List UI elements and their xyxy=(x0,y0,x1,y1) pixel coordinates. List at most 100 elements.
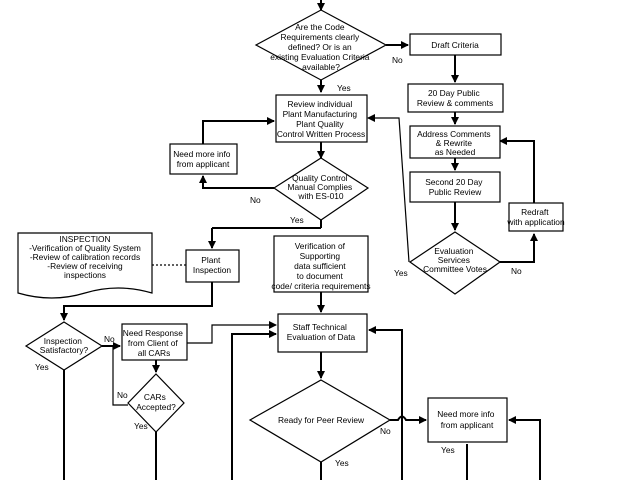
need-response-line-2: from Client of xyxy=(128,338,178,348)
label-qc-no: No xyxy=(250,195,261,205)
label-code-yes: Yes xyxy=(337,83,351,93)
svg-text:Verification of Supporti: Verification of Supporting data sufficie… xyxy=(271,241,370,291)
need-response-line-3: all CARs xyxy=(138,348,171,358)
staff-line-1: Staff Technical xyxy=(293,322,347,332)
address-line-1: Address Comments xyxy=(417,129,491,139)
decision-qc-manual: Quality Control Manual Complies with ES-… xyxy=(272,157,370,221)
inspection-note-line-4: inspections xyxy=(64,270,106,280)
votes-line-2: Services xyxy=(438,255,470,265)
verify-line-1: Verification of xyxy=(295,241,346,251)
verify-line-4: to document xyxy=(297,271,344,281)
votes-line-1: Evaluation xyxy=(434,246,473,256)
review-process-line-2: Plant Manufacturing xyxy=(283,109,358,119)
second-review-line-1: Second 20 Day xyxy=(425,177,483,187)
label-qc-yes: Yes xyxy=(290,215,304,225)
review-process-line-4: Control Written Process xyxy=(277,129,365,139)
redraft-line-2: with application xyxy=(506,217,565,227)
insp-sat-line-2: Satisfactory? xyxy=(40,345,89,355)
box-need-more-info-1: Need more info from applicant xyxy=(169,143,238,175)
code-req-line-4: existing Evaluation Criteria xyxy=(270,52,369,62)
edge-redraft-to-address xyxy=(499,137,535,203)
box-review-plant-process: Review individual Plant Manufacturing Pl… xyxy=(275,94,368,143)
svg-text:Redraft with application: Redraft with application xyxy=(506,207,565,227)
svg-text:20 Day Public Review & c: 20 Day Public Review & comments xyxy=(417,88,493,108)
info1-line-2: from applicant xyxy=(177,159,230,169)
second-review-line-2: Public Review xyxy=(429,187,483,197)
label-insp-no: No xyxy=(104,334,115,344)
decision-code-requirements-text: Are the Code Requirements clearly define… xyxy=(270,22,371,72)
label-votes-yes: Yes xyxy=(394,268,408,278)
info2-line-1: Need more info xyxy=(437,409,495,419)
cars-line-1: CARs xyxy=(144,392,166,402)
box-need-response-cars: Need Response from Client of all CARs xyxy=(121,323,188,361)
label-peer-yes: Yes xyxy=(335,458,349,468)
svg-text:Address Comments & Rewri: Address Comments & Rewrite as Needed xyxy=(417,129,493,157)
box-verification-support: Verification of Supporting data sufficie… xyxy=(271,235,371,293)
inspection-note-line-1: -Verification of Quality System xyxy=(29,243,141,253)
label-cars-no: No xyxy=(117,390,128,400)
svg-text:Need more info from appl: Need more info from applicant xyxy=(173,149,233,169)
verify-line-2: Supporting xyxy=(300,251,341,261)
decision-ready-peer-review: Ready for Peer Review xyxy=(248,379,392,463)
plant-inspection-line-1: Plant xyxy=(201,255,221,265)
label-insp-yes: Yes xyxy=(35,362,49,372)
edge-votes-no xyxy=(500,233,538,263)
box-plant-inspection: Plant Inspection xyxy=(185,249,240,283)
review-process-line-1: Review individual xyxy=(287,99,352,109)
info1-line-1: Need more info xyxy=(173,149,231,159)
svg-text:Staff Technical Evaluati: Staff Technical Evaluation of Data xyxy=(287,322,356,342)
code-req-line-5: available? xyxy=(302,62,340,72)
svg-text:Second 20 Day Public Rev: Second 20 Day Public Review xyxy=(425,177,485,197)
votes-line-3: Committee Votes xyxy=(423,264,487,274)
svg-text:Plant Inspection: Plant Inspection xyxy=(193,255,232,275)
edge-right-loop-to-info2 xyxy=(508,416,541,480)
code-req-line-1: Are the Code xyxy=(295,22,345,32)
draft-criteria-text: Draft Criteria xyxy=(431,40,479,50)
verify-line-5: code/ criteria requirements xyxy=(271,281,370,291)
verify-line-3: data sufficient xyxy=(294,261,346,271)
staff-line-2: Evaluation of Data xyxy=(287,332,356,342)
peer-review-text: Ready for Peer Review xyxy=(278,415,365,425)
edges xyxy=(60,0,541,480)
inspection-note-line-3: -Review of receiving xyxy=(47,261,123,271)
svg-text:CARs Accepted?: CARs Accepted? xyxy=(136,392,176,412)
label-peer-no: No xyxy=(380,426,391,436)
inspection-note-title: INSPECTION xyxy=(59,234,110,244)
public-review-line-1: 20 Day Public xyxy=(428,88,480,98)
edge-qc-no xyxy=(199,175,274,189)
label-info2-yes: Yes xyxy=(441,445,455,455)
edge-labels: No Yes No Yes Yes No No Yes No Yes No Ye… xyxy=(35,55,522,468)
svg-text:Need Response from Clien: Need Response from Client of all CARs xyxy=(123,328,185,358)
edge-votes-yes xyxy=(367,114,410,263)
svg-text:Inspection Satisfactory?: Inspection Satisfactory? xyxy=(40,336,89,355)
edge-info-to-review xyxy=(202,117,275,144)
qc-line-3: with ES-010 xyxy=(297,191,343,201)
public-review-line-2: Review & comments xyxy=(417,98,493,108)
insp-sat-line-1: Inspection xyxy=(44,336,83,346)
info2-line-2: from applicant xyxy=(441,420,494,430)
qc-line-1: Quality Control xyxy=(292,173,348,183)
inspection-note: INSPECTION -Verification of Quality Syst… xyxy=(17,232,153,299)
qc-line-2: Manual Complies xyxy=(287,182,352,192)
edge-plant-to-satisfactory xyxy=(60,282,213,321)
redraft-line-1: Redraft xyxy=(521,207,549,217)
label-code-no: No xyxy=(392,55,403,65)
edge-loop-right-to-staff xyxy=(368,326,403,480)
edge-cars-no xyxy=(112,346,128,406)
need-response-line-1: Need Response xyxy=(123,328,183,338)
address-line-2: & Rewrite xyxy=(436,138,473,148)
svg-text:Review individual Plant: Review individual Plant Manufacturing Pl… xyxy=(277,99,365,139)
label-cars-yes: Yes xyxy=(134,421,148,431)
box-redraft: Redraft with application xyxy=(506,202,565,232)
box-staff-technical-eval: Staff Technical Evaluation of Data xyxy=(277,313,368,353)
box-second-public-review: Second 20 Day Public Review xyxy=(409,171,501,203)
box-draft-criteria: Draft Criteria xyxy=(409,33,502,56)
cars-line-2: Accepted? xyxy=(136,402,176,412)
edge-peer-no xyxy=(390,415,427,424)
label-votes-no: No xyxy=(511,266,522,276)
review-process-line-3: Plant Quality xyxy=(296,119,344,129)
edge-loop-left-to-staff xyxy=(231,330,277,480)
decision-inspection-satisfactory: Inspection Satisfactory? xyxy=(24,321,104,371)
box-address-comments: Address Comments & Rewrite as Needed xyxy=(409,125,501,159)
